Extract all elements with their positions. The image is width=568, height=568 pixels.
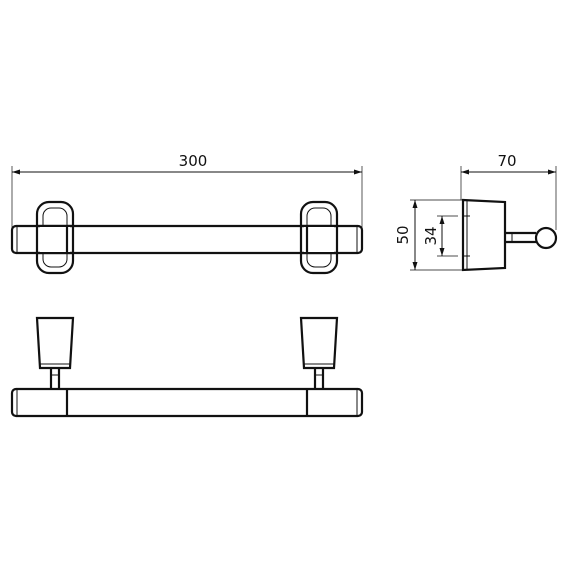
right-flange-top	[299, 316, 339, 370]
dimension-depth: 70	[460, 152, 557, 230]
front-view: 300	[10, 152, 364, 275]
dimension-length: 300	[11, 152, 363, 230]
height-bar-label: 34	[422, 226, 440, 245]
left-pin-top	[49, 368, 61, 389]
left-bracket-front	[35, 200, 75, 275]
wall-flange-side	[461, 198, 507, 272]
right-bracket-front	[299, 200, 339, 275]
dimension-height-bar: 34	[422, 215, 458, 257]
right-pin-top	[313, 368, 325, 389]
pin-side	[505, 231, 536, 244]
bar-top	[10, 387, 364, 418]
side-view: 70 50 34	[394, 152, 558, 272]
bar-section-side	[534, 226, 558, 250]
dimension-height-total: 50	[394, 199, 463, 271]
bar-front	[10, 224, 364, 255]
height-total-label: 50	[394, 225, 412, 244]
left-flange-top	[35, 316, 75, 370]
length-label: 300	[179, 152, 208, 170]
top-view	[10, 316, 364, 418]
depth-label: 70	[497, 152, 516, 170]
